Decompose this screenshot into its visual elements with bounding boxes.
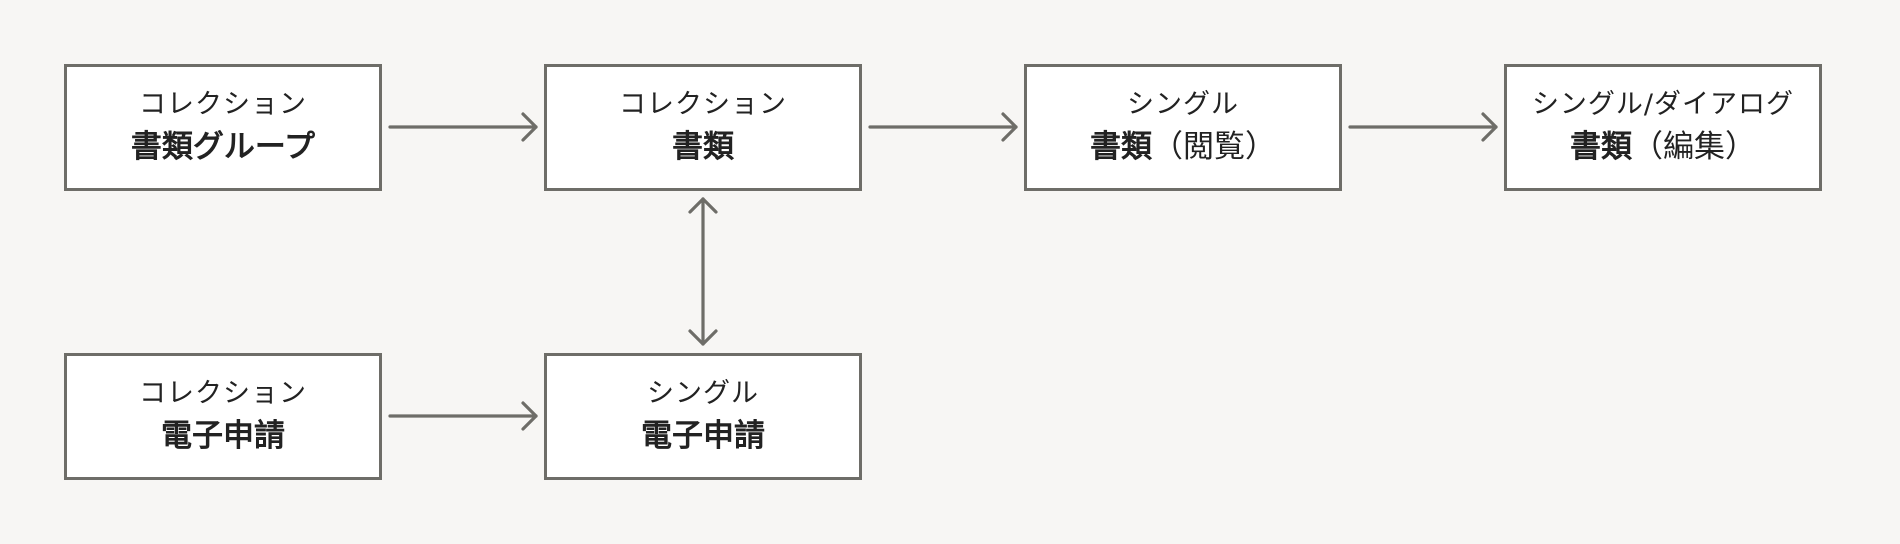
node-kind-label: シングル/ダイアログ [1531,88,1795,120]
arrow-document-to-document-view [868,112,1018,142]
arrow-document-group-to-document [388,112,538,142]
node-single-dialog-document-edit: シングル/ダイアログ 書類（編集） [1504,64,1822,191]
arrow-document-view-to-document-edit [1348,112,1498,142]
node-name-sub: （編集） [1632,128,1756,165]
node-name-label: 電子申請 [161,414,285,458]
node-name-label: 書類（編集） [1570,125,1756,169]
node-name-main: 書類 [672,128,734,165]
node-name-label: 電子申請 [641,414,765,458]
node-name-main: 書類 [1090,128,1152,165]
node-collection-document-group: コレクション 書類グループ [64,64,382,191]
node-name-main: 電子申請 [161,417,285,454]
arrow-document-to-e-application-bidirectional [688,197,718,346]
node-name-main: 書類 [1570,128,1632,165]
arrow-e-application-collection-to-single [388,401,538,431]
node-name-sub: （閲覧） [1152,128,1276,165]
node-single-document-view: シングル 書類（閲覧） [1024,64,1342,191]
node-name-label: 書類グループ [131,125,315,169]
node-kind-label: コレクション [139,88,307,120]
node-kind-label: コレクション [619,88,787,120]
node-name-label: 書類 [672,125,734,169]
node-single-e-application: シングル 電子申請 [544,353,862,480]
node-name-label: 書類（閲覧） [1090,125,1276,169]
node-name-main: 書類グループ [130,128,316,165]
node-kind-label: シングル [1127,88,1239,120]
node-collection-document: コレクション 書類 [544,64,862,191]
node-kind-label: シングル [647,377,759,409]
node-collection-e-application: コレクション 電子申請 [64,353,382,480]
node-name-main: 電子申請 [641,417,765,454]
node-kind-label: コレクション [139,377,307,409]
